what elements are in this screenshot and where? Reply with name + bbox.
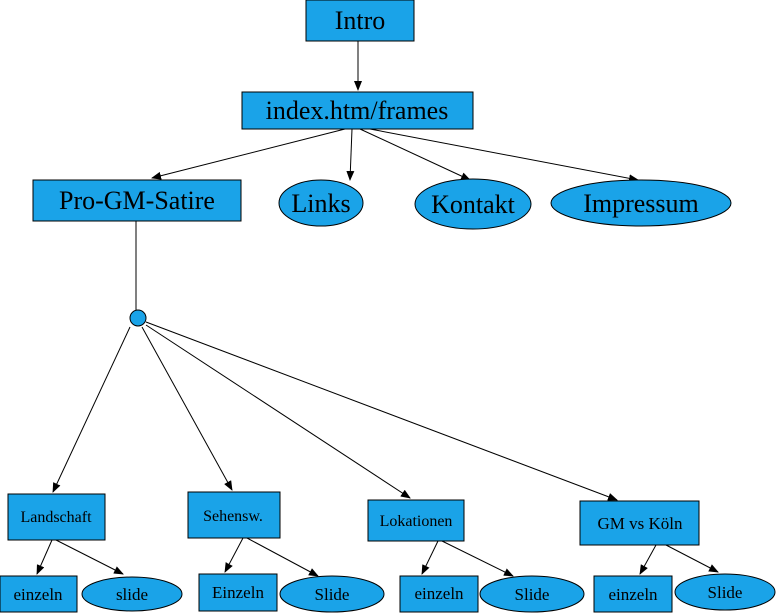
node-landschaft-slide-label: slide bbox=[116, 585, 148, 604]
node-lokationen-slide-label: Slide bbox=[515, 585, 550, 604]
node-lokationen-slide: Slide bbox=[479, 575, 585, 613]
edge-junction-lokationen bbox=[145, 324, 411, 499]
node-landschaft: Landschaft bbox=[7, 493, 106, 541]
node-impressum-label: Impressum bbox=[583, 189, 699, 218]
node-landschaft-box bbox=[7, 493, 106, 541]
edge-index-links bbox=[346, 128, 355, 181]
node-landschaft-slide: slide bbox=[81, 576, 183, 612]
node-landschaft-slide-ellipse bbox=[81, 576, 183, 612]
edge-landschaft-slide bbox=[55, 539, 124, 575]
junction-point bbox=[129, 309, 147, 327]
edge-index-kontakt bbox=[359, 128, 471, 181]
node-pro-gm-satire: Pro-GM-Satire bbox=[32, 179, 242, 222]
node-sehensw-einzeln: Einzeln bbox=[198, 573, 278, 612]
node-lokationen-einzeln: einzeln bbox=[399, 575, 479, 613]
node-links-ellipse bbox=[278, 179, 364, 227]
node-index: index.htm/frames bbox=[241, 91, 474, 130]
node-index-box bbox=[241, 91, 474, 130]
node-sehensw-slide: Slide bbox=[279, 575, 385, 613]
edge-junction-gm-vs-koeln bbox=[145, 321, 618, 501]
edge-sehensw-slide bbox=[246, 537, 319, 577]
node-gm-vs-koeln: GM vs Köln bbox=[579, 500, 700, 546]
node-gm-vs-koeln-einzeln-label: einzeln bbox=[608, 585, 658, 604]
edge-gm-vs-koeln-slide bbox=[665, 544, 719, 573]
node-sehensw: Sehensw. bbox=[187, 491, 281, 539]
node-links: Links bbox=[278, 179, 364, 227]
node-landschaft-einzeln: einzeln bbox=[0, 575, 78, 613]
node-gm-vs-koeln-box bbox=[579, 500, 700, 546]
connectors bbox=[36, 41, 719, 577]
edge-lokationen-slide bbox=[441, 540, 514, 577]
node-impressum: Impressum bbox=[550, 179, 732, 227]
edge-junction-sehensw bbox=[141, 326, 233, 491]
node-lokationen: Lokationen bbox=[367, 499, 465, 542]
node-lokationen-label: Lokationen bbox=[380, 513, 453, 530]
node-impressum-ellipse bbox=[550, 179, 732, 227]
node-lokationen-slide-ellipse bbox=[479, 575, 585, 613]
edge-landschaft-einzeln bbox=[36, 539, 53, 575]
node-pro-gm-satire-label: Pro-GM-Satire bbox=[59, 186, 215, 215]
node-gm-vs-koeln-slide-label: Slide bbox=[708, 583, 743, 602]
edge-gm-vs-koeln-einzeln bbox=[639, 544, 657, 575]
node-landschaft-einzeln-box bbox=[0, 575, 78, 613]
node-intro-label: Intro bbox=[335, 6, 386, 35]
node-kontakt-label: Kontakt bbox=[431, 190, 516, 219]
edge-index-pro-gm-satire bbox=[151, 128, 346, 180]
node-gm-vs-koeln-label: GM vs Köln bbox=[597, 514, 683, 533]
edge-index-impressum bbox=[369, 128, 639, 183]
node-gm-vs-koeln-slide: Slide bbox=[674, 573, 776, 611]
node-index-label: index.htm/frames bbox=[266, 96, 449, 125]
node-landschaft-einzeln-label: einzeln bbox=[13, 585, 63, 604]
node-landschaft-label: Landschaft bbox=[20, 509, 92, 526]
node-links-label: Links bbox=[291, 189, 350, 218]
node-sehensw-einzeln-box bbox=[198, 573, 278, 612]
edge-sehensw-einzeln bbox=[224, 537, 244, 573]
node-lokationen-einzeln-label: einzeln bbox=[414, 584, 464, 603]
node-sehensw-box bbox=[187, 491, 281, 539]
node-kontakt-ellipse bbox=[414, 178, 532, 230]
node-sehensw-slide-ellipse bbox=[279, 575, 385, 613]
node-pro-gm-satire-box bbox=[32, 179, 242, 222]
node-intro: Intro bbox=[305, 0, 415, 42]
node-gm-vs-koeln-einzeln-box bbox=[593, 575, 673, 613]
node-lokationen-box bbox=[367, 499, 465, 542]
node-gm-vs-koeln-slide-ellipse bbox=[674, 573, 776, 611]
node-intro-box bbox=[305, 0, 415, 42]
node-gm-vs-koeln-einzeln: einzeln bbox=[593, 575, 673, 613]
node-sehensw-slide-label: Slide bbox=[315, 585, 350, 604]
node-sehensw-label: Sehensw. bbox=[203, 508, 263, 525]
node-lokationen-einzeln-box bbox=[399, 575, 479, 613]
node-kontakt: Kontakt bbox=[414, 178, 532, 230]
edge-lokationen-einzeln bbox=[421, 540, 439, 575]
node-sehensw-einzeln-label: Einzeln bbox=[212, 583, 264, 602]
edge-junction-landschaft bbox=[52, 326, 131, 493]
